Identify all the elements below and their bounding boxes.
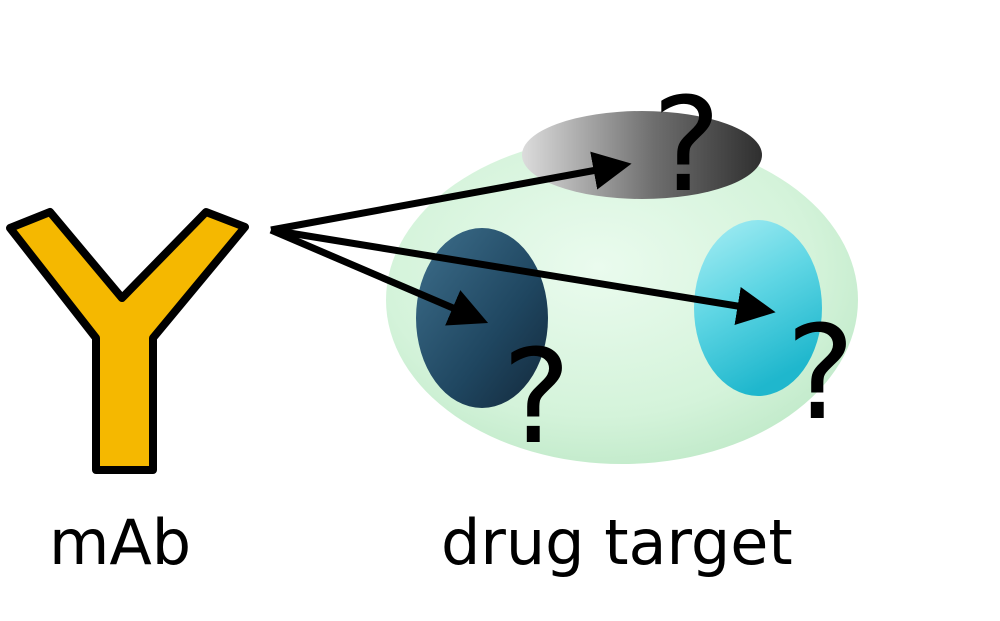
question-mark-left: ? (502, 321, 571, 473)
antibody-label: mAb (49, 506, 192, 579)
arrow-to-left-epitope (269, 226, 489, 326)
epitope-top-shape (522, 111, 762, 199)
antibody-y-icon (6, 208, 249, 474)
arrow-to-top-epitope (270, 151, 632, 234)
question-mark-right: ? (786, 297, 855, 449)
arrow-to-right-epitope (270, 226, 776, 326)
question-mark-top: ? (652, 69, 721, 221)
drug-target-label: drug target (441, 506, 793, 579)
